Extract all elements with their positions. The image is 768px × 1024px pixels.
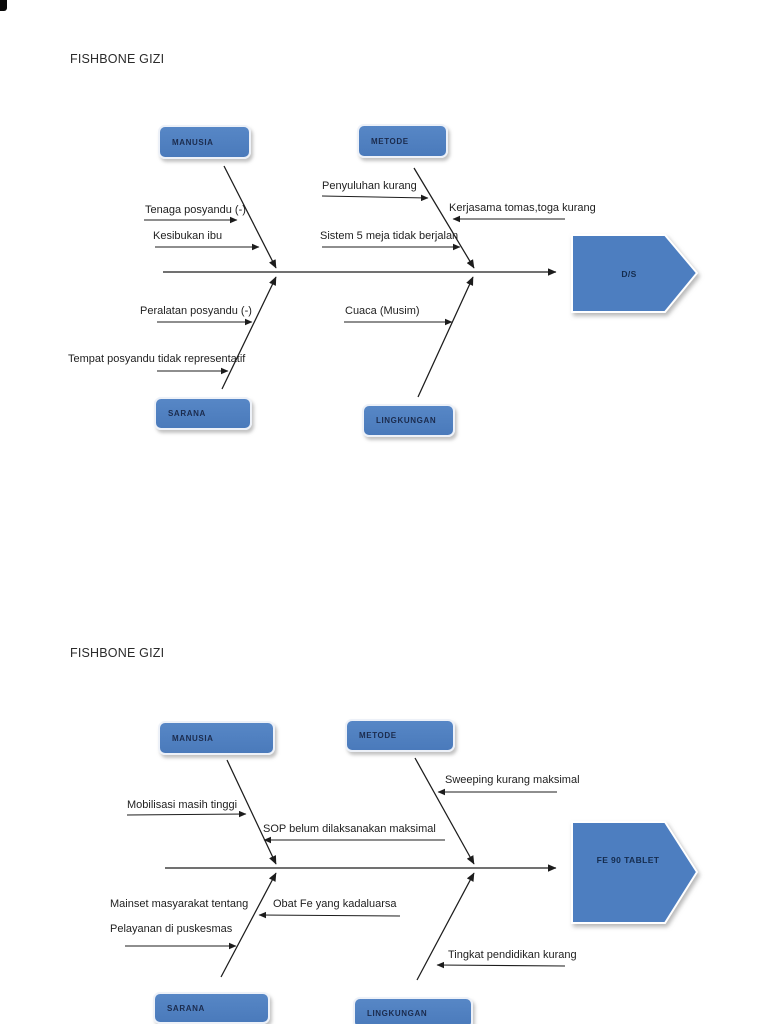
arrow-obat (258, 911, 401, 919)
effect-arrow-ds: D/S (571, 234, 699, 313)
bone-1-manusia (223, 165, 277, 269)
category-box-lingkungan-2: LINGKUNGAN (353, 997, 473, 1024)
cause-label-mobilisasi: Mobilisasi masih tinggi (127, 799, 238, 811)
arrow-tingkat (436, 961, 566, 969)
bone-2-manusia (226, 759, 277, 865)
category-label: MANUSIA (172, 137, 214, 147)
cause-label-peralatan: Peralatan posyandu (-) (140, 305, 252, 317)
category-box-sarana-2: SARANA (153, 992, 270, 1024)
cause-label-obat: Obat Fe yang kadaluarsa (273, 898, 397, 910)
category-box-sarana-1: SARANA (154, 397, 252, 430)
category-label: MANUSIA (172, 733, 214, 743)
bone-1-metode (413, 167, 475, 269)
category-label: LINGKUNGAN (367, 1008, 428, 1018)
category-box-manusia-1: MANUSIA (158, 125, 251, 159)
fishbone-2-cause-arrows (125, 788, 566, 969)
cause-label-mainset: Mainset masyarakat tentang (110, 898, 249, 910)
category-label: LINGKUNGAN (376, 416, 437, 425)
diagram-1-title: FISHBONE GIZI (70, 52, 165, 66)
effect-label: FE 90 TABLET (597, 855, 660, 865)
category-box-metode-1: METODE (357, 124, 448, 158)
bone-1-lingkungan (417, 276, 474, 398)
cause-label-tempat: Tempat posyandu tidak representatif (68, 353, 246, 365)
arrow-penyuluhan (321, 194, 429, 202)
cause-label-pelayanan: Pelayanan di puskesmas (110, 923, 233, 935)
diagram-2-title: FISHBONE GIZI (70, 646, 165, 660)
cause-label-penyuluhan: Penyuluhan kurang (322, 180, 417, 192)
arrow-mobilisasi (126, 810, 247, 818)
effect-arrow-shape (571, 234, 699, 313)
effect-arrow-fe90tablet: FE 90 TABLET (571, 821, 699, 924)
effect-label: D/S (621, 269, 636, 279)
cause-label-tingkat: Tingkat pendidikan kurang (448, 949, 577, 961)
cause-label-kerjasama: Kerjasama tomas,toga kurang (449, 202, 596, 214)
category-label: METODE (371, 136, 409, 146)
category-box-metode-2: METODE (345, 719, 455, 752)
fishbone-1-cause-arrows (144, 194, 565, 375)
category-box-manusia-2: MANUSIA (158, 721, 275, 755)
cause-label-sistem: Sistem 5 meja tidak berjalan (320, 230, 459, 242)
cause-label-sop: SOP belum dilaksanakan maksimal (263, 823, 436, 835)
cause-label-kesibukan: Kesibukan ibu (153, 230, 223, 242)
bone-2-lingkungan (416, 872, 475, 981)
cause-label-tenaga: Tenaga posyandu (-) (145, 204, 246, 216)
category-box-lingkungan-1: LINGKUNGAN (362, 404, 455, 437)
category-label: SARANA (168, 409, 206, 418)
category-label: METODE (359, 731, 397, 740)
fishbone-2-skeleton (165, 757, 557, 981)
bone-1-sarana (221, 276, 277, 390)
cause-label-cuaca: Cuaca (Musim) (345, 305, 420, 317)
effect-arrow-shape (571, 821, 699, 924)
cause-label-sweeping: Sweeping kurang maksimal (445, 774, 580, 786)
page-corner-artifact (0, 0, 7, 11)
category-label: SARANA (167, 1003, 205, 1013)
